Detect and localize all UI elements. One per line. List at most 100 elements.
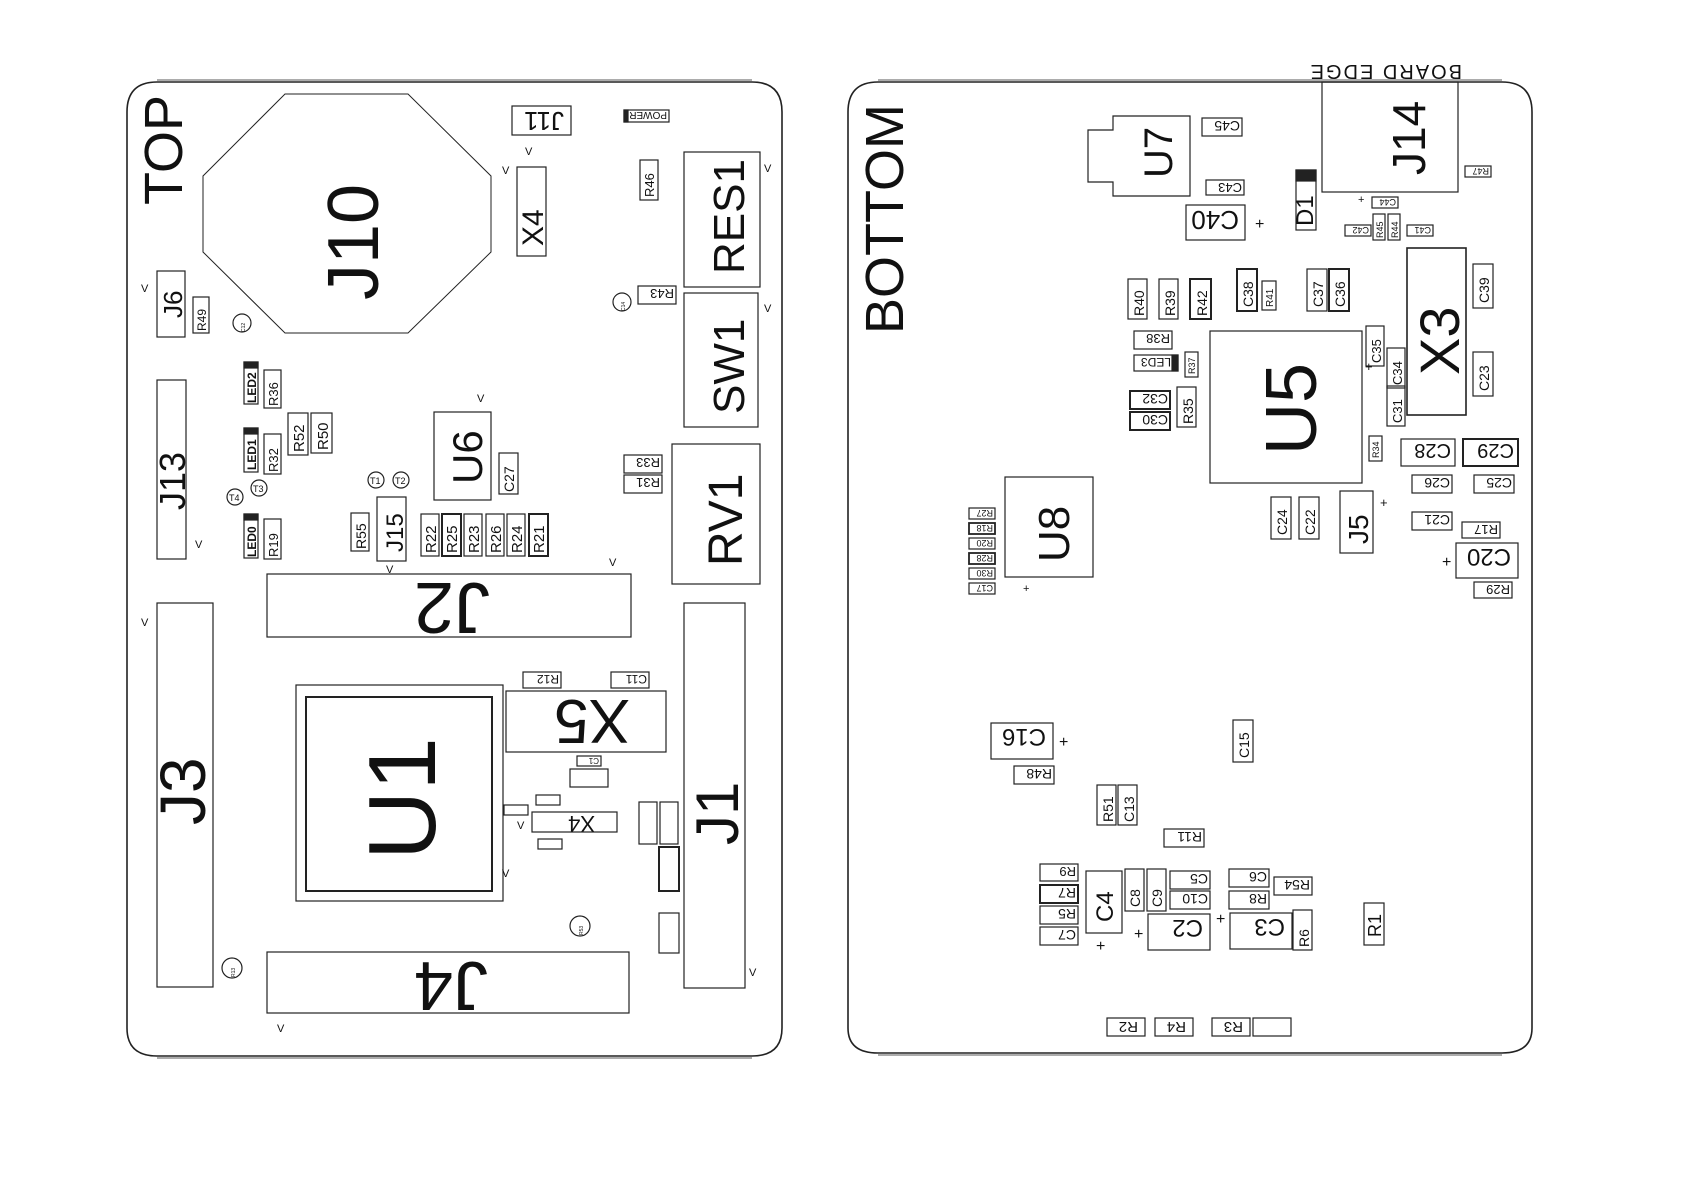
c33-label: C23 [1476, 365, 1492, 391]
c2-capacitor[interactable] [1147, 913, 1211, 951]
x3-label: X3 [1408, 307, 1471, 376]
gnd3-label: C12 [241, 323, 247, 332]
c29-label: C29 [1477, 439, 1514, 461]
c44-label: C44 [1379, 197, 1396, 207]
polarity-mark: V [502, 868, 510, 880]
r28-label: R30 [976, 568, 993, 578]
polarity-mark: V [386, 564, 394, 576]
u6-label: U6 [444, 430, 491, 484]
x4-label: X4 [568, 811, 595, 836]
c4-label: C4 [1092, 891, 1119, 922]
polarity-mark: V [517, 820, 525, 832]
polarity-mark: + [1358, 194, 1364, 206]
gnd1-label: R53 [579, 926, 585, 935]
rv1-potentiometer[interactable] [671, 443, 761, 585]
r39-label: R39 [1162, 290, 1178, 316]
sw1-switch[interactable] [683, 292, 759, 428]
c13-label: R11 [1177, 829, 1202, 845]
x3-crystal[interactable] [1406, 247, 1467, 416]
x5-label: X5 [554, 686, 630, 755]
polarity-mark: V [764, 163, 772, 175]
polarity-mark: + [1216, 911, 1225, 928]
c28-capacitor[interactable] [1400, 438, 1456, 467]
c4-capacitor[interactable] [1085, 870, 1123, 934]
led2-label: LED2 [245, 372, 259, 403]
r43-label: R43 [650, 286, 674, 301]
gnd2-label: C14 [621, 302, 627, 311]
bottom-label: BOTTOM [855, 104, 915, 334]
board-edge-label: BOARD EDGE [1309, 60, 1462, 82]
j13-connector[interactable] [156, 379, 187, 560]
r40-label: R40 [1131, 290, 1147, 316]
bottom-board-outline [847, 81, 1533, 1054]
c10-label: C6 [1249, 869, 1267, 885]
c2-label: C2 [1172, 914, 1203, 941]
svg-text:R26: R26 [488, 525, 505, 553]
c20-capacitor[interactable] [1455, 542, 1519, 579]
c42-label: C42 [1352, 225, 1369, 235]
c45-label: C45 [1214, 118, 1240, 134]
j5-connector[interactable] [1339, 490, 1374, 554]
res1-component[interactable] [683, 151, 761, 288]
j4-label: J4 [414, 947, 488, 1025]
u6-chip[interactable] [433, 411, 492, 501]
r49-label: R49 [195, 309, 209, 331]
j12-connector[interactable] [511, 105, 572, 136]
u7-regulator[interactable] [1087, 115, 1191, 197]
j4-connector[interactable] [266, 951, 630, 1014]
j2-connector[interactable] [266, 573, 632, 638]
x5-crystal[interactable] [505, 690, 667, 753]
u5-chip[interactable] [1209, 330, 1363, 484]
r55-label: R55 [353, 523, 369, 549]
r18-label: R20 [976, 538, 993, 548]
r11-label: R9 [1059, 864, 1076, 879]
j15-connector[interactable] [376, 496, 407, 562]
u1-chip[interactable] [305, 696, 493, 892]
r44-label: R44 [1390, 221, 1400, 238]
c28-label: C28 [1414, 439, 1451, 461]
u7-label: U7 [1137, 127, 1181, 178]
c17-label: C15 [1236, 732, 1252, 758]
c3-label: C3 [1254, 913, 1285, 940]
c24-label: C22 [1302, 509, 1318, 535]
j14-connector[interactable] [1321, 81, 1459, 193]
r52-label: R52 [291, 424, 308, 452]
j13-label: J13 [152, 452, 193, 510]
r4-label: R3 [1224, 1018, 1243, 1035]
r33-label: R33 [636, 455, 660, 470]
c7-label: C8 [1127, 889, 1143, 907]
j6-label: J6 [158, 291, 188, 318]
j2-label: J2 [414, 567, 490, 647]
c29-capacitor[interactable] [1462, 438, 1519, 467]
j11-connector[interactable] [516, 166, 547, 257]
u5-label: U5 [1252, 363, 1332, 455]
polarity-mark: + [1023, 583, 1029, 595]
c40-capacitor[interactable] [1185, 204, 1246, 241]
c5-label: C10 [1182, 891, 1208, 907]
c16-capacitor[interactable] [990, 722, 1054, 760]
j3-connector[interactable] [156, 602, 214, 988]
j15-label: J15 [382, 513, 409, 552]
r37-label: R37 [1187, 357, 1197, 374]
c35-label: C35 [1369, 339, 1384, 363]
u8-chip[interactable] [1004, 476, 1094, 578]
c16-label: C16 [1002, 723, 1046, 750]
led3-label: LED3 [1141, 355, 1171, 369]
j10-connector[interactable] [202, 93, 492, 334]
polarity-mark: + [1380, 495, 1388, 510]
top-board-outline [126, 81, 783, 1057]
j1-connector[interactable] [683, 602, 746, 989]
r45-label: R45 [1375, 221, 1385, 238]
r48-label: R51 [1100, 796, 1116, 822]
x4-crystal[interactable] [531, 811, 618, 833]
r19-label: R19 [266, 533, 281, 557]
u1-chip-outline [295, 684, 504, 902]
polarity-mark: + [1059, 734, 1068, 751]
c9-label: C5 [1190, 871, 1208, 887]
r36-label: R36 [266, 382, 281, 406]
polarity-mark: V [277, 1023, 285, 1035]
j12-label: J11 [524, 106, 564, 136]
j6-connector[interactable] [156, 270, 186, 338]
c3-capacitor[interactable] [1229, 912, 1293, 950]
